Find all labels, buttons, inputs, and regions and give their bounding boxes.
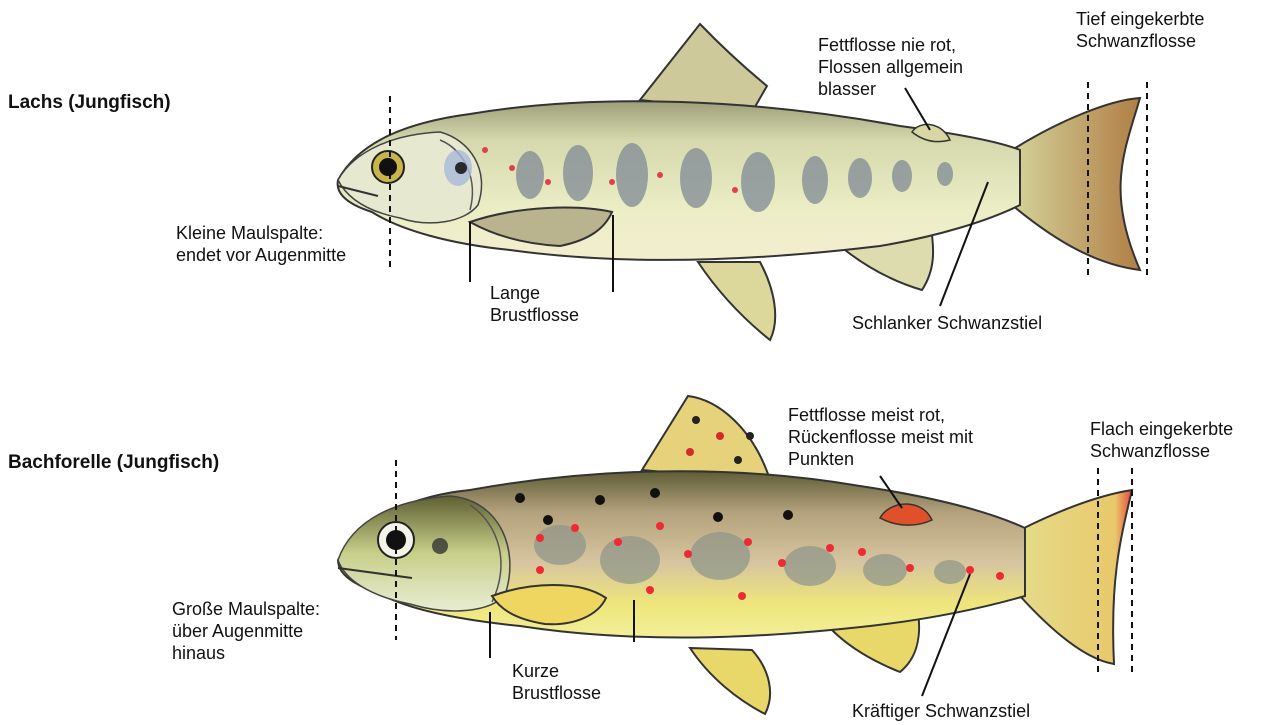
salmon-pectoral-label: Lange Brustflosse: [490, 282, 579, 326]
salmon-pelvic-fin: [698, 262, 775, 340]
trout-tail-label: Flach eingekerbte Schwanzflosse: [1090, 418, 1233, 462]
trout-red-spot: [826, 544, 834, 552]
dorsal-dot: [746, 432, 754, 440]
trout-black-spot: [783, 510, 793, 520]
trout-red-spot: [966, 566, 974, 574]
salmon-red-dot: [657, 172, 663, 178]
trout-black-spot: [543, 515, 553, 525]
salmon-red-dot: [545, 179, 551, 185]
salmon-peduncle-label: Schlanker Schwanzstiel: [852, 312, 1042, 334]
trout-black-spot: [595, 495, 605, 505]
salmon-mouth-label: Kleine Maulspalte: endet vor Augenmitte: [176, 222, 346, 266]
trout-fish: [338, 396, 1132, 714]
dorsal-dot: [692, 416, 700, 424]
trout-blotch: [863, 554, 907, 586]
trout-red-spot: [858, 548, 866, 556]
trout-black-spot: [713, 512, 723, 522]
parr-mark: [848, 158, 872, 198]
trout-blotch: [600, 536, 660, 584]
salmon-tail-label: Tief eingekerbte Schwanzflosse: [1076, 8, 1204, 52]
salmon-adipose-label: Fettflosse nie rot, Flossen allgemein bl…: [818, 34, 963, 100]
trout-mouth-label: Große Maulspalte: über Augenmitte hinaus: [172, 598, 320, 664]
salmon-red-dot: [509, 165, 515, 171]
parr-mark: [680, 148, 712, 208]
trout-black-spot: [650, 488, 660, 498]
trout-black-spot: [515, 493, 525, 503]
trout-red-spot: [906, 564, 914, 572]
parr-mark: [616, 143, 648, 207]
trout-adipose-label: Fettflosse meist rot, Rückenflosse meist…: [788, 404, 973, 470]
salmon-fish: [338, 24, 1140, 340]
trout-pelvic-fin: [690, 648, 770, 714]
trout-red-spot: [614, 538, 622, 546]
trout-red-spot: [646, 586, 654, 594]
dorsal-dot: [716, 432, 724, 440]
salmon-tail-fin: [1012, 98, 1140, 270]
salmon-title: Lachs (Jungfisch): [8, 92, 171, 114]
trout-red-spot: [684, 550, 692, 558]
trout-blotch: [784, 546, 836, 586]
trout-pectoral-label: Kurze Brustflosse: [512, 660, 601, 704]
trout-red-spot: [656, 522, 664, 530]
trout-blotch: [534, 525, 586, 565]
parr-mark: [892, 160, 912, 192]
trout-title: Bachforelle (Jungfisch): [8, 452, 219, 474]
trout-head: [338, 496, 510, 611]
trout-red-spot: [996, 572, 1004, 580]
parr-mark: [563, 145, 593, 201]
trout-red-spot: [536, 566, 544, 574]
trout-red-spot: [778, 559, 786, 567]
parr-mark: [937, 162, 953, 186]
salmon-dorsal-fin: [640, 24, 767, 112]
trout-blotch: [934, 560, 966, 584]
dorsal-dot: [734, 456, 742, 464]
salmon-red-dot: [732, 187, 738, 193]
trout-peduncle-label: Kräftiger Schwanzstiel: [852, 700, 1030, 722]
parr-mark: [741, 152, 775, 212]
trout-red-spot: [536, 534, 544, 542]
salmon-red-dot: [482, 147, 488, 153]
trout-red-spot: [571, 524, 579, 532]
trout-red-spot: [738, 592, 746, 600]
dorsal-dot: [686, 448, 694, 456]
parr-mark: [516, 151, 544, 199]
parr-mark: [802, 156, 828, 204]
trout-red-spot: [744, 538, 752, 546]
trout-blotch: [690, 532, 750, 580]
trout-tail-fin: [1020, 490, 1132, 664]
salmon-red-dot: [609, 179, 615, 185]
